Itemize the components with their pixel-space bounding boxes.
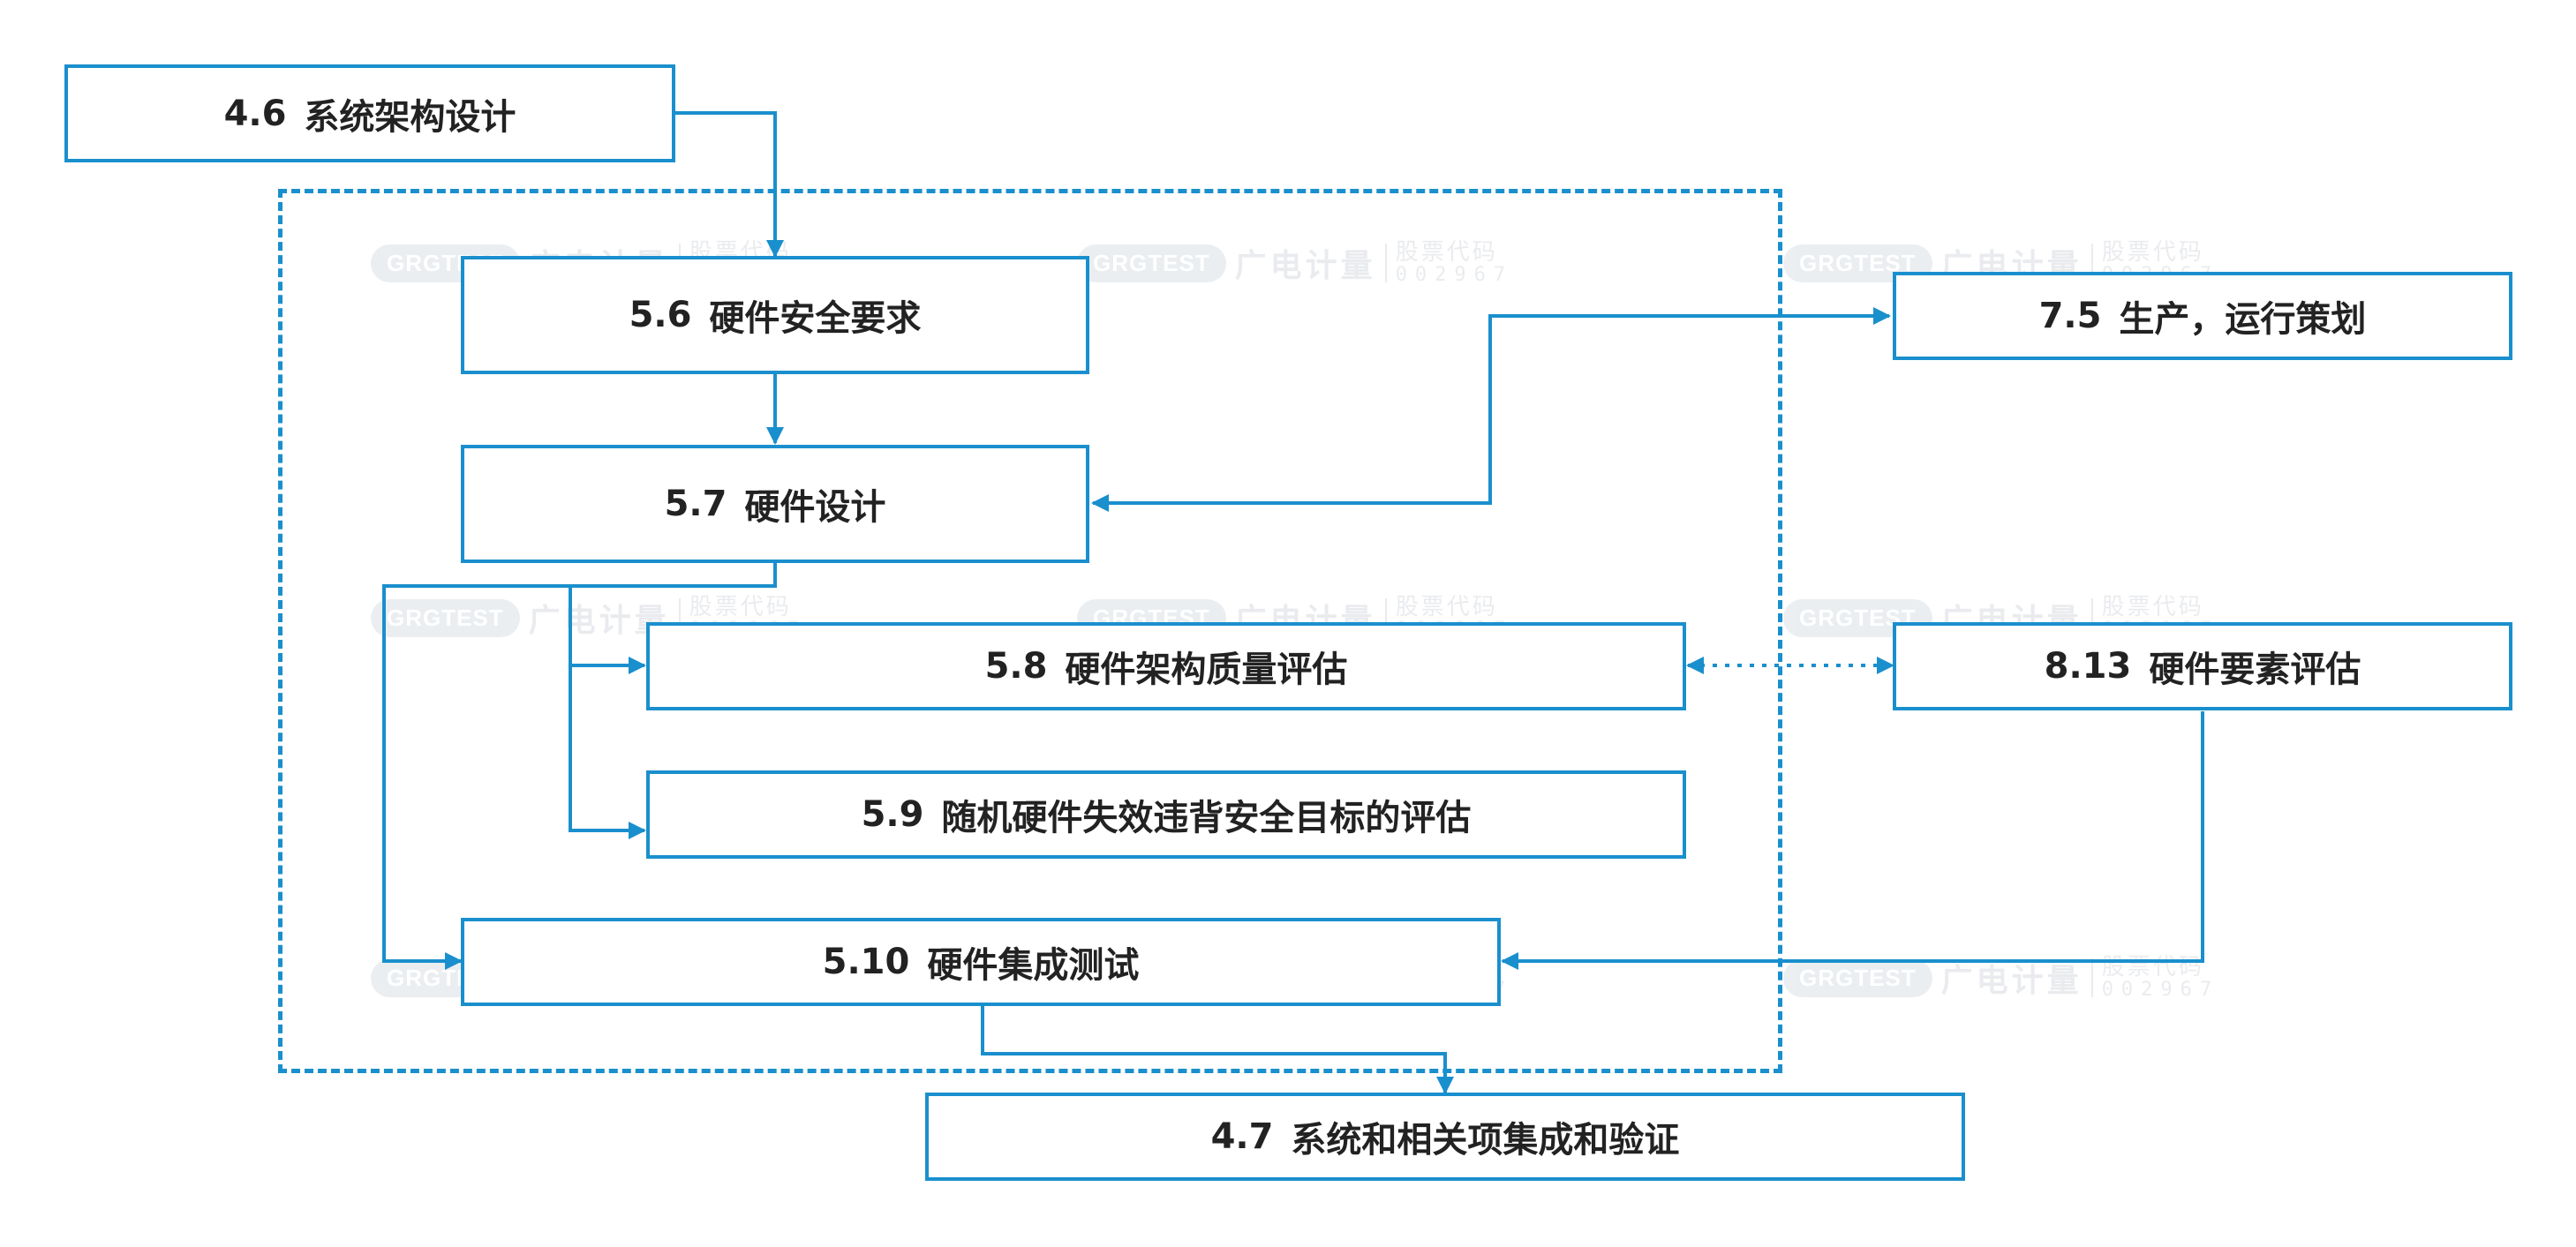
hardware-scope-boundary bbox=[278, 189, 1782, 1073]
edge-4-6-to-5-6 bbox=[674, 111, 784, 258]
node-number: 5.8 bbox=[984, 646, 1048, 687]
node-number: 4.7 bbox=[1210, 1116, 1274, 1157]
node-label: 生产，运行策划 bbox=[2119, 299, 2367, 340]
node-5-8: 5.8 硬件架构质量评估 bbox=[646, 622, 1686, 710]
edge-8-13-to-5-10 bbox=[1501, 711, 2204, 970]
node-label: 硬件架构质量评估 bbox=[1065, 650, 1348, 690]
node-label: 随机硬件失效违背安全目标的评估 bbox=[941, 798, 1472, 838]
node-number: 5.10 bbox=[822, 942, 910, 982]
node-number: 5.9 bbox=[861, 794, 924, 835]
edge-5-10-to-4-7 bbox=[981, 1006, 1454, 1094]
node-label: 硬件设计 bbox=[744, 487, 886, 528]
edge-5-7-to-5-9 bbox=[569, 665, 646, 839]
node-5-9: 5.9 随机硬件失效违背安全目标的评估 bbox=[646, 770, 1686, 859]
node-5-6: 5.6 硬件安全要求 bbox=[461, 256, 1089, 374]
node-5-10: 5.10 硬件集成测试 bbox=[461, 918, 1501, 1006]
node-4-6: 4.6 系统架构设计 bbox=[64, 64, 675, 162]
node-label: 系统架构设计 bbox=[304, 96, 516, 138]
node-label: 硬件安全要求 bbox=[709, 298, 922, 339]
edge-5-7-to-5-10 bbox=[382, 563, 777, 970]
node-number: 5.7 bbox=[664, 484, 727, 524]
node-7-5: 7.5 生产，运行策划 bbox=[1893, 272, 2512, 360]
node-4-7: 4.7 系统和相关项集成和验证 bbox=[925, 1093, 1965, 1181]
edge-5-7-to-5-8 bbox=[569, 584, 775, 674]
node-label: 硬件要素评估 bbox=[2149, 650, 2361, 690]
node-number: 5.6 bbox=[629, 295, 692, 335]
node-number: 8.13 bbox=[2044, 646, 2132, 687]
node-5-7: 5.7 硬件设计 bbox=[461, 445, 1089, 563]
node-label: 硬件集成测试 bbox=[927, 945, 1140, 986]
node-number: 7.5 bbox=[2038, 296, 2102, 336]
edge-5-7-to-7-5 bbox=[1091, 307, 1891, 512]
node-number: 4.6 bbox=[223, 93, 287, 134]
node-label: 系统和相关项集成和验证 bbox=[1291, 1120, 1680, 1161]
node-8-13: 8.13 硬件要素评估 bbox=[1893, 622, 2512, 710]
